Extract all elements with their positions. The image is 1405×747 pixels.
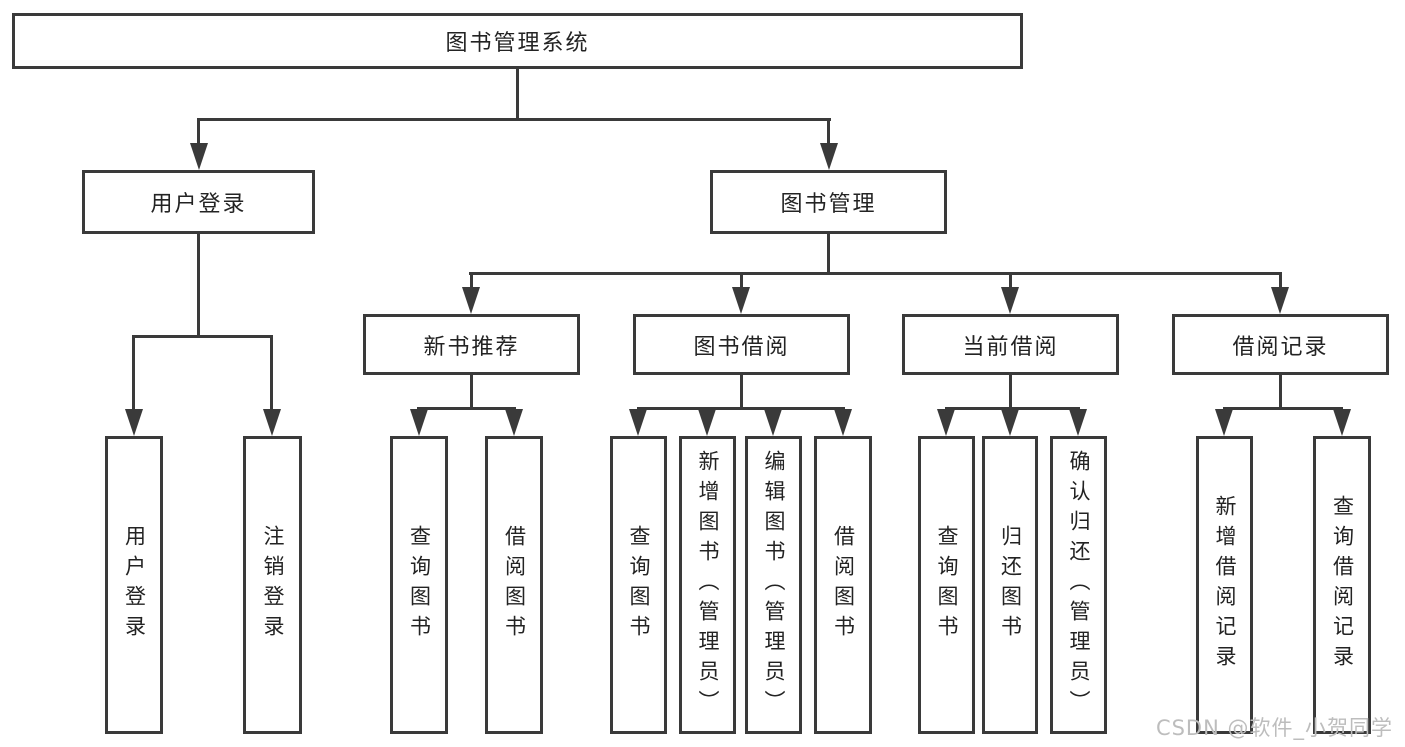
- node-label: 图书管理系统: [445, 31, 590, 56]
- connector-userlogin-stem: [197, 234, 200, 338]
- node-label: 用户登录: [150, 192, 247, 217]
- node-label: 归还图书: [998, 525, 1023, 645]
- node-book-borrowing: 图书借阅: [633, 314, 850, 375]
- connector-current-crossbar: [945, 407, 1080, 410]
- node-label: 新书推荐: [423, 334, 520, 360]
- arrow-down-icon: [505, 409, 523, 436]
- arrow-down-icon: [462, 287, 480, 314]
- leaf-borrow-books: 借阅图书: [814, 436, 872, 734]
- node-label: 注销登录: [261, 525, 286, 645]
- leaf-recommend-query-books: 查询图书: [390, 436, 448, 734]
- connector-userlogin-drop-2: [270, 335, 273, 411]
- csdn-watermark: CSDN @软件_小贺同学: [1155, 716, 1393, 740]
- arrow-down-icon: [263, 409, 281, 436]
- arrow-down-icon: [1215, 409, 1233, 436]
- node-label: 查询图书: [407, 525, 432, 645]
- arrow-down-icon: [764, 409, 782, 436]
- connector-current-stem: [1009, 375, 1012, 409]
- node-label: 编辑图书（管理员）: [762, 450, 787, 720]
- connector-bookmgmt-drop-3: [1009, 272, 1012, 290]
- node-label: 新增图书（管理员）: [696, 450, 721, 720]
- node-book-management: 图书管理: [710, 170, 947, 234]
- leaf-edit-books-admin: 编辑图书（管理员）: [745, 436, 802, 734]
- leaf-recommend-borrow-books: 借阅图书: [485, 436, 543, 734]
- node-label: 新增借阅记录: [1213, 495, 1238, 675]
- arrow-down-icon: [1069, 409, 1087, 436]
- connector-userlogin-drop-1: [132, 335, 135, 411]
- node-label: 图书管理: [780, 192, 877, 217]
- connector-bookmgmt-drop-4: [1279, 272, 1282, 290]
- node-borrowing-records: 借阅记录: [1172, 314, 1389, 375]
- node-label: 查询图书: [627, 525, 652, 645]
- connector-bookmgmt-stem: [827, 234, 830, 274]
- arrow-down-icon: [834, 409, 852, 436]
- leaf-borrow-query-books: 查询图书: [610, 436, 667, 734]
- leaf-logout: 注销登录: [243, 436, 302, 734]
- arrow-down-icon: [698, 409, 716, 436]
- leaf-query-borrow-record: 查询借阅记录: [1313, 436, 1371, 734]
- node-label: 借阅记录: [1232, 334, 1329, 360]
- arrow-down-icon: [1333, 409, 1351, 436]
- arrow-down-icon: [820, 143, 838, 170]
- arrow-down-icon: [937, 409, 955, 436]
- arrow-down-icon: [1001, 409, 1019, 436]
- arrow-down-icon: [1271, 287, 1289, 314]
- node-new-book-recommendation: 新书推荐: [363, 314, 580, 375]
- connector-borrow-stem: [740, 375, 743, 409]
- leaf-user-login: 用户登录: [105, 436, 163, 734]
- node-user-login: 用户登录: [82, 170, 315, 234]
- connector-records-crossbar: [1223, 407, 1343, 410]
- node-label: 确认归还（管理员）: [1067, 450, 1092, 720]
- connector-bookmgmt-crossbar: [469, 272, 1282, 275]
- connector-bookmgmt-drop-2: [740, 272, 743, 290]
- connector-records-stem: [1279, 375, 1282, 409]
- arrow-down-icon: [125, 409, 143, 436]
- connector-bookmgmt-drop-1: [470, 272, 473, 290]
- leaf-confirm-return-admin: 确认归还（管理员）: [1050, 436, 1107, 734]
- leaf-add-borrow-record: 新增借阅记录: [1196, 436, 1253, 734]
- leaf-return-books: 归还图书: [982, 436, 1038, 734]
- connector-userlogin-crossbar: [132, 335, 273, 338]
- node-label: 借阅图书: [831, 525, 856, 645]
- node-label: 图书借阅: [693, 334, 790, 360]
- connector-borrow-crossbar: [637, 407, 845, 410]
- connector-recommend-stem: [470, 375, 473, 409]
- node-current-borrowing: 当前借阅: [902, 314, 1119, 375]
- leaf-current-query-books: 查询图书: [918, 436, 975, 734]
- arrow-down-icon: [410, 409, 428, 436]
- connector-root-drop-left: [197, 118, 200, 146]
- node-label: 查询图书: [935, 525, 960, 645]
- arrow-down-icon: [190, 143, 208, 170]
- connector-recommend-crossbar: [417, 407, 516, 410]
- arrow-down-icon: [629, 409, 647, 436]
- node-label: 用户登录: [122, 525, 147, 645]
- node-label: 借阅图书: [502, 525, 527, 645]
- connector-root-drop-right: [827, 118, 830, 146]
- node-label: 当前借阅: [962, 334, 1059, 360]
- arrow-down-icon: [1001, 287, 1019, 314]
- connector-root-stem: [516, 69, 519, 120]
- node-label: 查询借阅记录: [1330, 495, 1355, 675]
- leaf-add-books-admin: 新增图书（管理员）: [679, 436, 736, 734]
- node-library-management-system: 图书管理系统: [12, 13, 1023, 69]
- connector-root-crossbar: [197, 118, 831, 121]
- arrow-down-icon: [732, 287, 750, 314]
